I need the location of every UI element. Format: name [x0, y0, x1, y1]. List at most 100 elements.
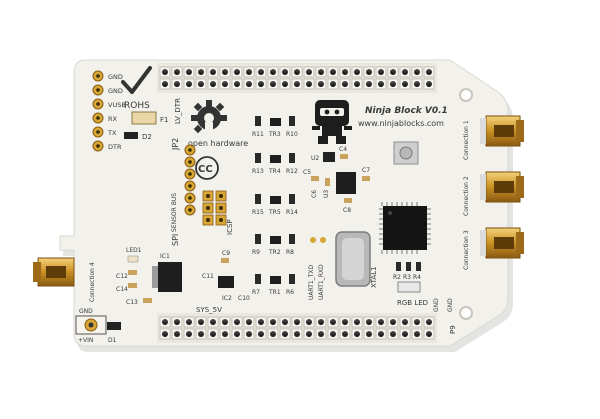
- gnd-label-bottom: GND: [79, 308, 93, 315]
- header-hole: [378, 319, 384, 325]
- ic1-label: IC1: [160, 253, 170, 260]
- header-hole: [294, 331, 300, 337]
- header-hole: [210, 319, 216, 325]
- board-name: Ninja Block V0.1: [365, 106, 448, 116]
- open-hardware-gear-icon: [191, 100, 227, 136]
- header-row-bottom: [157, 313, 437, 343]
- mcu-pin: [427, 223, 431, 225]
- r2-label: R2: [393, 274, 401, 281]
- jp2-hole: [188, 184, 192, 188]
- header-row-top: [157, 63, 437, 93]
- left-pin-hole: [96, 144, 100, 148]
- mcu-pin: [379, 238, 383, 240]
- jp2-hole: [188, 148, 192, 152]
- header-hole: [186, 319, 192, 325]
- mcu-pin: [379, 228, 383, 230]
- d1-label: D1: [108, 337, 117, 344]
- r8-label: R8: [286, 249, 294, 256]
- header-hole: [162, 331, 168, 337]
- c14-label: C14: [116, 286, 128, 293]
- mount-hole: [459, 306, 473, 320]
- jp2-hole: [188, 172, 192, 176]
- header-hole: [270, 331, 276, 337]
- header-hole: [342, 319, 348, 325]
- mcu-pin: [391, 250, 393, 254]
- header-hole: [210, 69, 216, 75]
- transistor: [270, 236, 281, 244]
- header-hole: [258, 69, 264, 75]
- mcu-pin: [396, 202, 398, 206]
- svg-text:CC: CC: [198, 164, 213, 175]
- transistor: [270, 155, 281, 163]
- regulator-ic1-tab: [152, 266, 158, 288]
- left-pin-hole: [96, 116, 100, 120]
- spi-label: SPI: [171, 234, 180, 246]
- header-hole: [306, 81, 312, 87]
- transistor: [270, 196, 281, 204]
- gnd-label-right-2: GND: [447, 298, 454, 312]
- header-hole: [174, 319, 180, 325]
- led1: [127, 255, 139, 263]
- r7-label: R7: [252, 289, 260, 296]
- c8-label: C8: [343, 207, 351, 214]
- mcu-pin: [416, 202, 418, 206]
- header-hole: [330, 331, 336, 337]
- test-pad: [320, 237, 326, 243]
- header-hole: [354, 69, 360, 75]
- header-hole: [426, 69, 432, 75]
- mcu-pin: [379, 213, 383, 215]
- cap-c13: [143, 298, 152, 303]
- board-url: www.ninjablocks.com: [358, 119, 444, 128]
- usb-lip: [516, 120, 524, 142]
- header-hole: [414, 69, 420, 75]
- header-hole: [186, 331, 192, 337]
- mcu-pin: [391, 202, 393, 206]
- xtal1-label: XTAL1: [370, 266, 378, 288]
- tr4-label: TR4: [268, 168, 281, 175]
- resistor: [289, 116, 295, 126]
- chip-u2: [323, 152, 335, 162]
- crystal-xtal1: [335, 231, 371, 287]
- left-pin-label: DTR: [108, 143, 122, 151]
- check-icon: [121, 66, 152, 94]
- icsp-hole: [206, 218, 210, 222]
- resistor: [396, 262, 401, 271]
- header-hole: [378, 81, 384, 87]
- header-hole: [426, 319, 432, 325]
- mcu-pin: [386, 250, 388, 254]
- usb-lip: [516, 176, 524, 198]
- header-hole: [414, 319, 420, 325]
- c13-label: C13: [126, 299, 138, 306]
- header-hole: [318, 319, 324, 325]
- mcu-pin: [379, 208, 383, 210]
- chip-u3: [336, 172, 356, 194]
- header-hole: [246, 319, 252, 325]
- resistor: [255, 116, 261, 126]
- header-hole: [414, 331, 420, 337]
- header-hole: [342, 69, 348, 75]
- creative-commons-icon: CC: [195, 156, 219, 180]
- resistor: [289, 274, 295, 284]
- connection-2-label: Connection 2: [463, 176, 470, 216]
- header-hole: [378, 69, 384, 75]
- r13-label: R13: [252, 168, 264, 175]
- header-hole: [282, 331, 288, 337]
- header-hole: [234, 319, 240, 325]
- connection-1-label: Connection 1: [463, 120, 470, 160]
- r9-label: R9: [252, 249, 260, 256]
- reset-push-button[interactable]: [393, 141, 419, 165]
- rgb-led-label: RGB LED: [397, 299, 428, 307]
- header-hole: [306, 69, 312, 75]
- header-hole: [186, 81, 192, 87]
- cap-c6: [325, 178, 330, 186]
- header-hole: [174, 81, 180, 87]
- header-hole: [342, 331, 348, 337]
- usb-base: [480, 118, 486, 144]
- header-hole: [378, 331, 384, 337]
- left-pin-hole: [96, 130, 100, 134]
- mcu-pin: [406, 202, 408, 206]
- tr3-label: TR3: [268, 131, 281, 138]
- c12-label: C12: [116, 273, 128, 280]
- usb-connectors-right: [480, 115, 524, 259]
- header-hole: [390, 331, 396, 337]
